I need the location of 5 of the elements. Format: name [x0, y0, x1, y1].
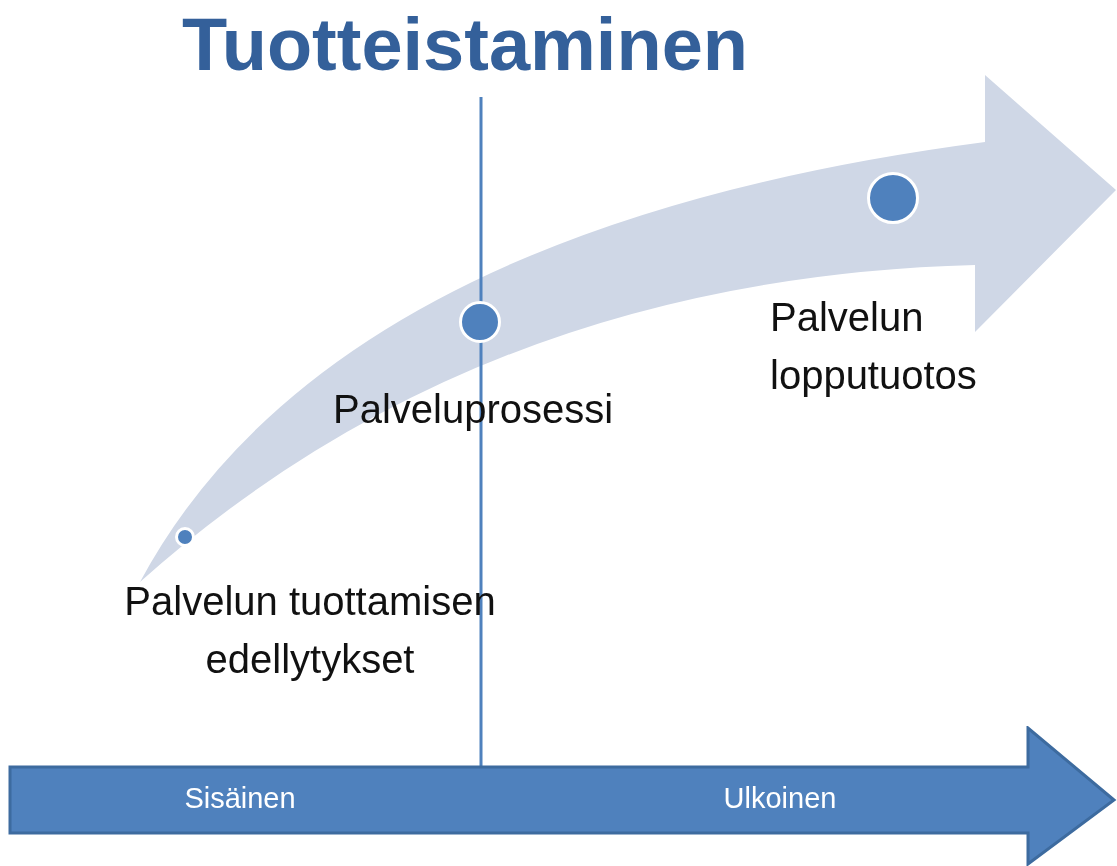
band-label: Ulkoinen: [723, 782, 837, 815]
band-label: Sisäinen: [184, 782, 296, 815]
timeline-arrow: [8, 726, 1117, 866]
title: Tuotteistaminen: [181, 2, 749, 87]
stage-label: Palvelun lopputuotos: [770, 294, 978, 399]
